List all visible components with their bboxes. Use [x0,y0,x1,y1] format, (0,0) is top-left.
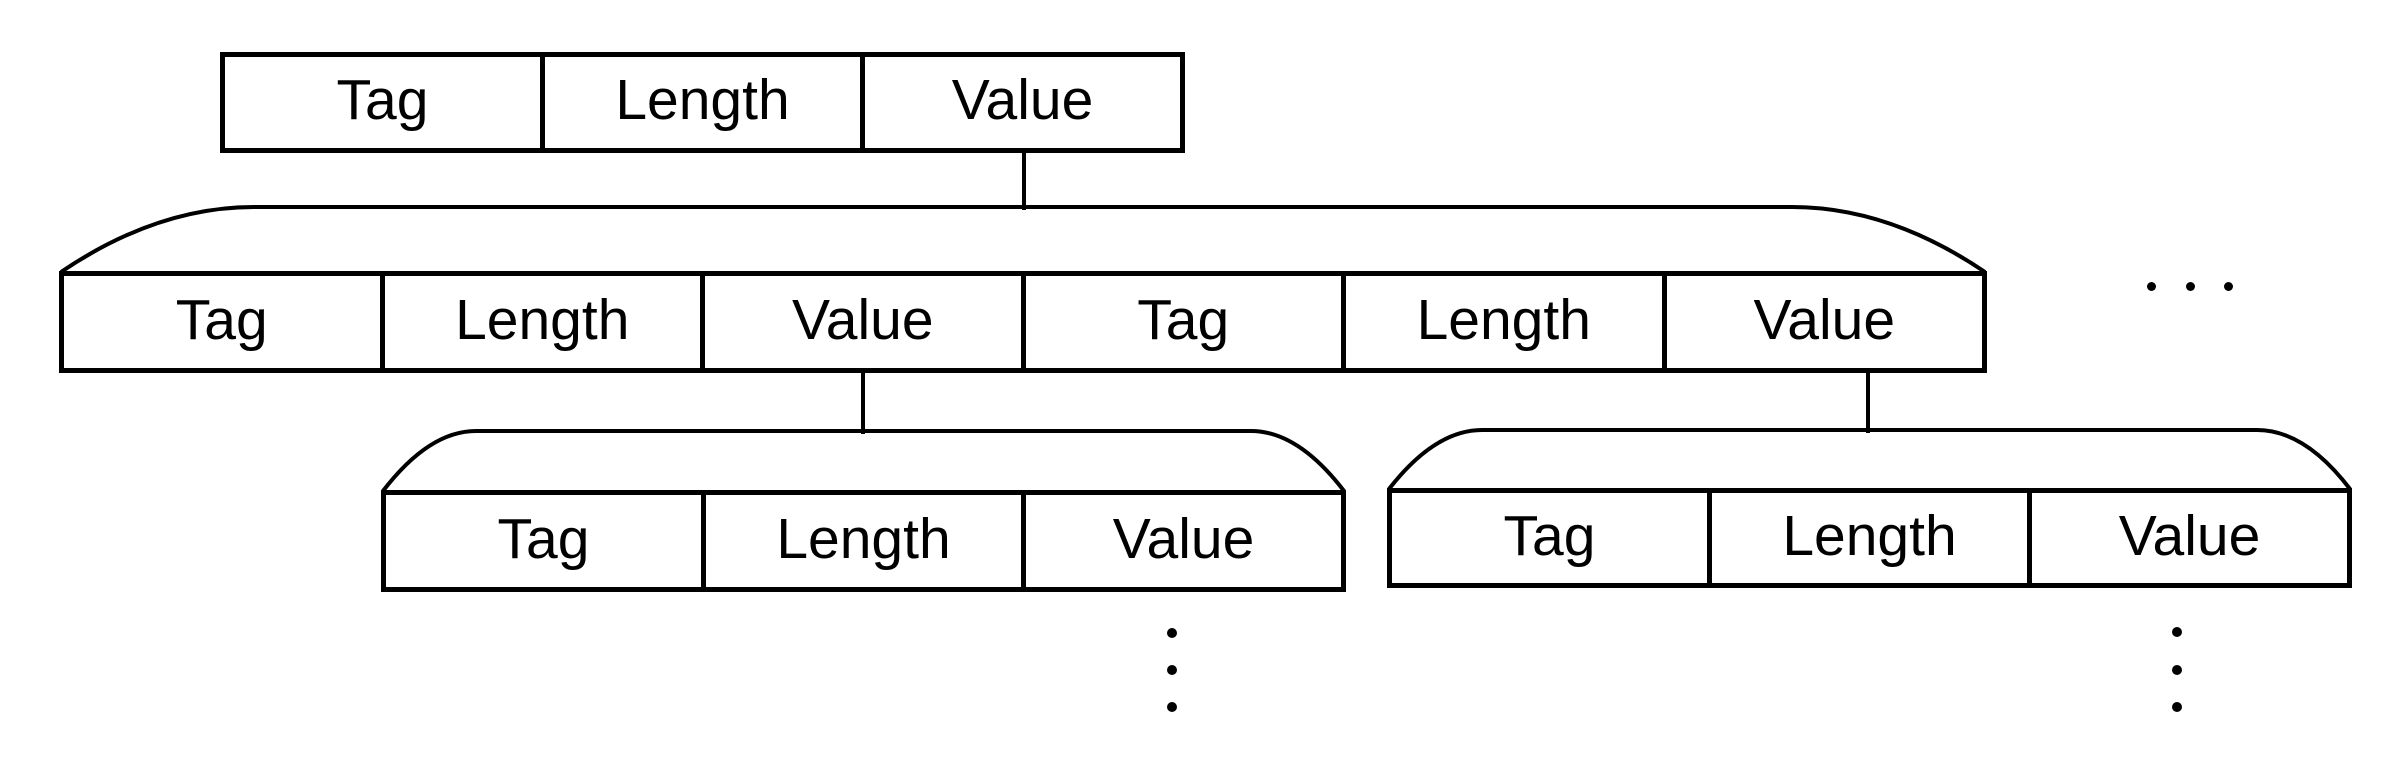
child-left-length-cell: Length [701,495,1021,587]
child-left-tag-cell: Tag [497,506,590,571]
dot [1167,702,1177,712]
dot [2172,702,2182,712]
child-left-value-cell: Value [1021,495,1341,587]
root-tlv-box: Tag Length Value [220,52,1185,153]
dot [2172,627,2182,637]
child-right-length-cell: Length [1707,493,2027,583]
child-right-value-cell: Value [2027,493,2347,583]
level2-tag2-cell: Tag [1020,276,1342,368]
level2-length1-cell: Length [379,276,701,368]
brace-child-left [381,429,1346,493]
ellipsis-vertical-icon [2172,627,2182,712]
brace-level2 [59,205,1987,274]
dot [2147,281,2156,291]
child-right-tlv-box: Tag Length Value [1387,488,2352,588]
ellipsis-horizontal-icon [2147,281,2233,291]
dot [1167,665,1177,675]
dot [2224,281,2233,291]
level2-tag1-cell: Tag [175,287,268,352]
dot [1167,628,1177,638]
dot [2172,664,2182,675]
child-left-tlv-box: Tag Length Value [381,490,1346,592]
dot [2185,281,2195,291]
level2-value2-cell: Value [1661,276,1983,368]
root-value-cell: Value [860,57,1180,148]
level2-length2-cell: Length [1341,276,1662,368]
level2-value1-cell: Value [700,276,1021,368]
level2-tlv-box: Tag Length Value Tag Length Value [59,271,1987,373]
root-length-cell: Length [540,57,860,148]
child-right-tag-cell: Tag [1503,503,1596,568]
ellipsis-vertical-icon [1167,628,1177,712]
brace-child-right [1387,428,2352,491]
root-tag-cell: Tag [336,68,429,132]
